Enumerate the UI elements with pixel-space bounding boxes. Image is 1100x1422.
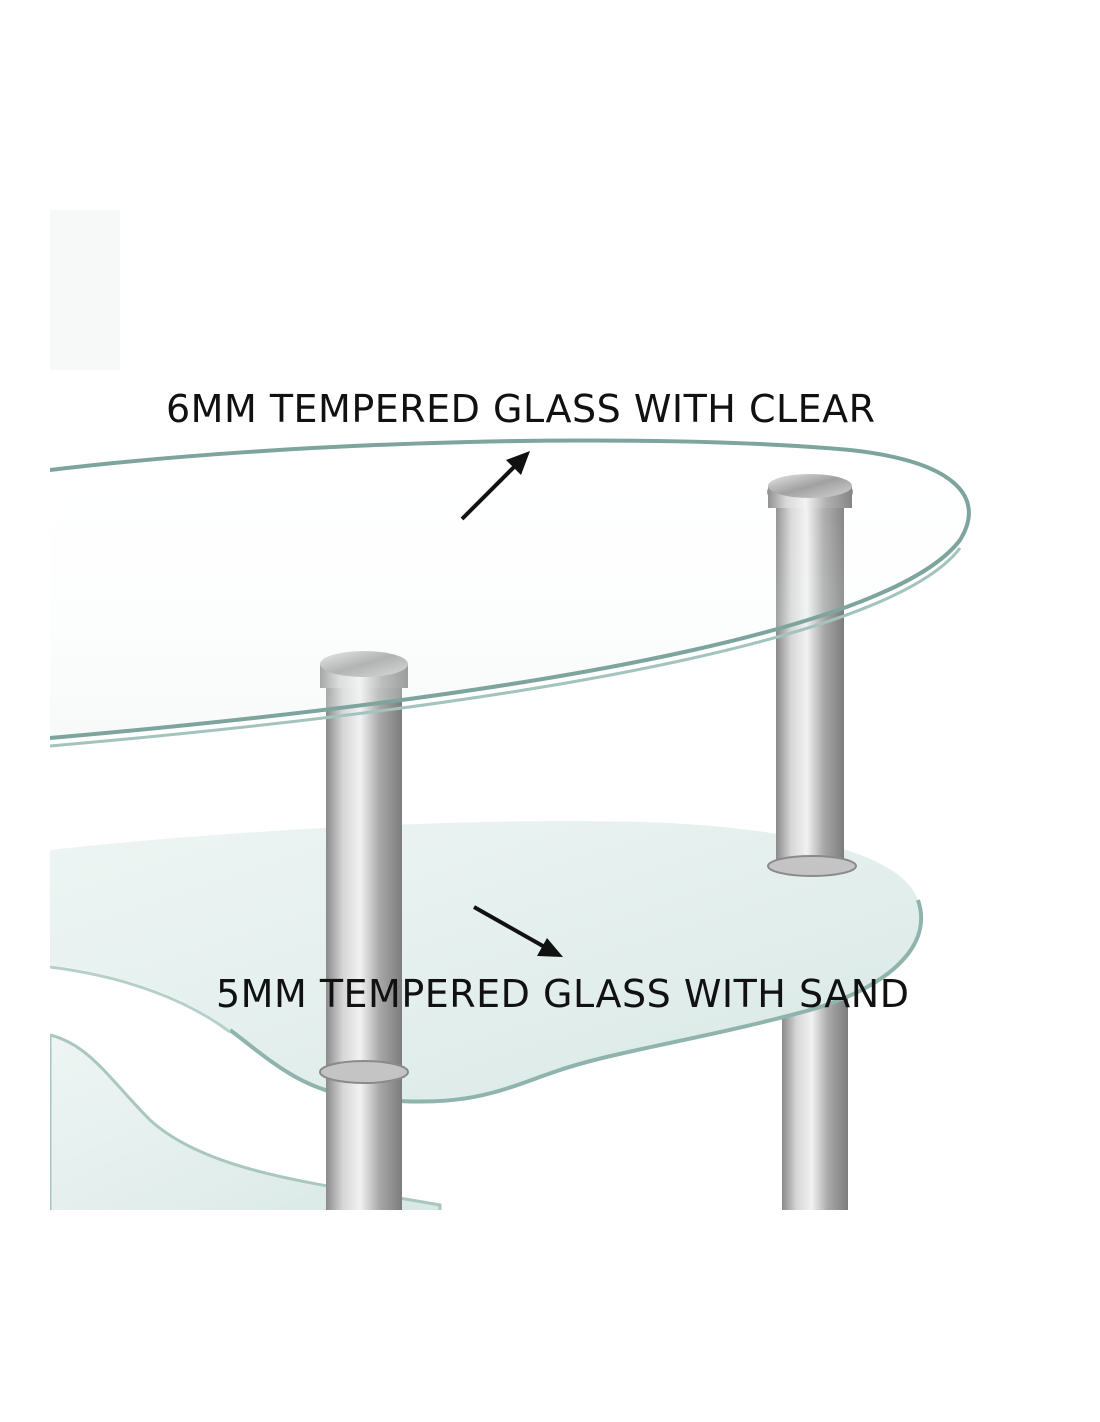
lower-shelf-edge-highlight bbox=[50, 965, 231, 1034]
lower-shelf-label: 5MM TEMPERED GLASS WITH SAND bbox=[216, 972, 910, 1016]
leg-left-ring bbox=[319, 1060, 409, 1084]
lower-shelf-edge bbox=[228, 899, 924, 1104]
top-shelf-edge bbox=[50, 438, 971, 740]
top-shelf-label: 6MM TEMPERED GLASS WITH CLEAR bbox=[166, 387, 876, 431]
leg-right-ring bbox=[767, 855, 857, 877]
arrow-down-right-icon bbox=[473, 905, 563, 957]
arrow-up-right-icon bbox=[460, 451, 530, 521]
top-shelf-edge-inner bbox=[50, 547, 962, 748]
top-shelf-glass bbox=[50, 440, 969, 738]
lower-shelf-glass bbox=[50, 821, 922, 1102]
table-leg-left bbox=[326, 676, 402, 1210]
background-reflection bbox=[50, 210, 120, 370]
